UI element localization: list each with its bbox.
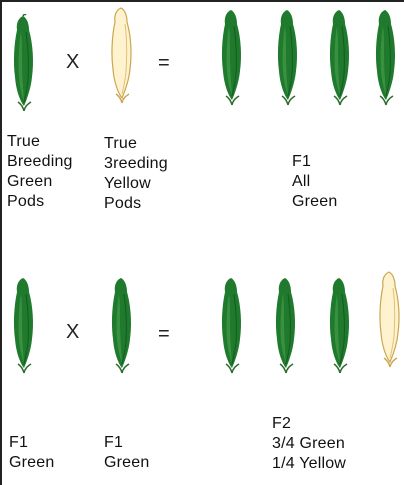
row2-offspring-pod-3 xyxy=(322,276,356,376)
row1-offspring-pod-3 xyxy=(322,8,356,108)
pea-pod-yellow-icon xyxy=(372,270,404,370)
row1-offspring-label-line-1: F1 xyxy=(292,152,337,172)
row2-offspring-label-line-2: 3/4 Green xyxy=(272,434,346,454)
row2-offspring-yellow-pod xyxy=(372,270,404,370)
row2-parent1-green-pod xyxy=(6,276,40,376)
row2-offspring-pod-2 xyxy=(268,276,302,376)
row2-offspring-label: F2 3/4 Green 1/4 Yellow xyxy=(272,414,346,474)
pea-pod-green-icon xyxy=(268,276,302,376)
pea-pod-green-icon xyxy=(322,276,356,376)
row1-parent2-yellow-pod xyxy=(104,6,138,106)
row1-parent1-label-line-3: Green xyxy=(7,172,73,192)
row1-offspring-label-line-2: All xyxy=(292,172,337,192)
row1-offspring-pod-2 xyxy=(270,8,304,108)
row1-offspring-label: F1 All Green xyxy=(292,152,337,212)
row2-offspring-pod-1 xyxy=(214,276,248,376)
row1-offspring-label-line-3: Green xyxy=(292,192,337,212)
row1-parent1-label-line-1: True xyxy=(7,132,73,152)
row1-parent2-label-line-3: Yellow xyxy=(104,174,168,194)
row2-parent2-label-line-2: Green xyxy=(104,453,149,473)
row2-parent1-label-line-1: F1 xyxy=(9,433,54,453)
row1-offspring-pod-4 xyxy=(368,8,402,108)
row2-offspring-label-line-3: 1/4 Yellow xyxy=(272,454,346,474)
row2-cross-operator: X xyxy=(66,322,79,342)
row1-parent1-label-line-4: Pods xyxy=(7,192,73,212)
row2-equals-operator: = xyxy=(158,324,170,344)
pea-pod-green-icon xyxy=(368,8,402,108)
left-border xyxy=(0,0,2,485)
pea-pod-green-icon xyxy=(322,8,356,108)
row2-parent1-label-line-2: Green xyxy=(9,453,54,473)
row2-parent2-label-line-1: F1 xyxy=(104,433,149,453)
pea-pod-yellow-icon xyxy=(104,6,138,106)
row1-parent2-label: True 3reeding Yellow Pods xyxy=(104,134,168,214)
row1-cross-operator: X xyxy=(66,52,79,72)
row2-parent2-label: F1 Green xyxy=(104,433,149,473)
pea-pod-green-icon xyxy=(6,14,40,114)
pea-pod-green-icon xyxy=(214,276,248,376)
row1-parent1-green-pod xyxy=(6,14,40,114)
pea-pod-green-icon xyxy=(270,8,304,108)
row1-parent2-label-line-1: True xyxy=(104,134,168,154)
row1-parent2-label-line-4: Pods xyxy=(104,194,168,214)
row1-parent2-label-line-2: 3reeding xyxy=(104,154,168,174)
row2-parent1-label: F1 Green xyxy=(9,433,54,473)
row2-offspring-label-line-1: F2 xyxy=(272,414,346,434)
row1-parent1-label: True Breeding Green Pods xyxy=(7,132,73,212)
pea-pod-green-icon xyxy=(6,276,40,376)
top-border xyxy=(0,0,404,2)
pea-pod-green-icon xyxy=(214,8,248,108)
row1-parent1-label-line-2: Breeding xyxy=(7,152,73,172)
row2-parent2-green-pod xyxy=(104,276,138,376)
row1-equals-operator: = xyxy=(158,53,170,73)
row1-offspring-pod-1 xyxy=(214,8,248,108)
pea-pod-green-icon xyxy=(104,276,138,376)
